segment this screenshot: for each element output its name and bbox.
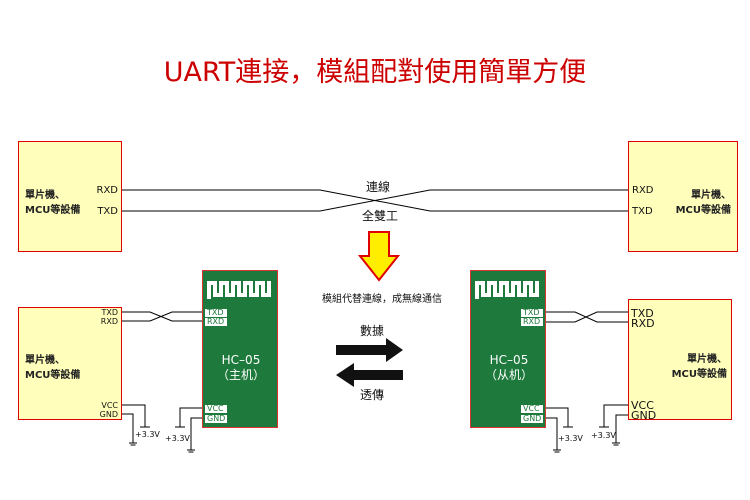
pin-rxd: RXD xyxy=(100,317,118,326)
mcu-label-line2: MCU等設備 xyxy=(675,205,731,216)
power-label: +3.3V xyxy=(558,434,583,443)
power-label: +3.3V xyxy=(591,431,616,440)
module-role: （主机） xyxy=(216,368,265,382)
pin-txd: TXD xyxy=(101,308,118,317)
power-label: +3.3V xyxy=(165,434,190,443)
mcu-label-line2: MCU等設備 xyxy=(25,205,81,216)
mcu-box-top-right: RXD TXD 單片機、 MCU等設備 xyxy=(628,141,738,252)
pin-gnd: GND xyxy=(631,409,657,422)
pin-gnd: GND xyxy=(99,410,118,419)
mcu-label-line1: 單片機、 xyxy=(687,354,727,365)
mcu-box-bottom-left: 單片機、 MCU等設備 TXD RXD VCC GND xyxy=(18,307,122,420)
pin-txd: TXD xyxy=(97,206,118,217)
pin-rxd: RXD xyxy=(631,317,655,330)
pin-rxd: RXD xyxy=(96,185,119,196)
module-pin-vcc: VCC xyxy=(521,405,543,413)
module-pin-rxd: RXD xyxy=(205,318,227,326)
data-label: 數據 xyxy=(359,324,385,338)
antenna-icon xyxy=(207,281,271,299)
transparent-label: 透傳 xyxy=(359,388,385,402)
module-name: HC–05 xyxy=(489,353,529,367)
right-arrow-icon xyxy=(336,338,403,362)
hc05-master-module: TXD RXD HC–05 （主机） VCC GND xyxy=(202,270,278,428)
mcu-label-line1: 單片機、 xyxy=(25,190,65,201)
full-duplex-label: 全雙工 xyxy=(361,209,399,223)
mcu-box-top-left: 單片機、 MCU等設備 RXD TXD xyxy=(18,141,122,252)
module-pin-vcc: VCC xyxy=(205,405,227,413)
pin-vcc: VCC xyxy=(631,399,654,412)
module-pin-txd: TXD xyxy=(205,309,227,317)
mcu-label-line2: MCU等設備 xyxy=(671,369,727,380)
left-arrow-icon xyxy=(336,363,403,387)
down-arrow-icon xyxy=(357,231,401,282)
pin-txd: TXD xyxy=(632,206,653,217)
module-name: HC–05 xyxy=(221,353,261,367)
pin-txd: TXD xyxy=(631,307,654,320)
mcu-label-line2: MCU等設備 xyxy=(25,370,81,381)
wired-connection-lines xyxy=(122,189,628,453)
power-label: +3.3V xyxy=(135,430,160,439)
mcu-box-bottom-right: TXD RXD 單片機、 MCU等設備 VCC GND xyxy=(628,299,732,422)
hc05-slave-module: TXD RXD HC–05 （从机） VCC GND xyxy=(470,270,546,428)
antenna-icon xyxy=(475,281,539,299)
module-pin-gnd: GND xyxy=(521,414,543,423)
wired-label: 連線 xyxy=(365,180,391,194)
wireless-caption: 模組代替連線，成無線通信 xyxy=(322,294,442,305)
mcu-label-line1: 單片機、 xyxy=(25,355,65,366)
module-pin-rxd: RXD xyxy=(521,318,543,326)
module-pin-txd: TXD xyxy=(521,309,543,317)
module-pin-gnd: GND xyxy=(205,414,227,423)
mcu-label-line1: 單片機、 xyxy=(691,190,731,201)
page-title: UART連接，模組配對使用簡單方便 xyxy=(163,57,587,88)
pin-vcc: VCC xyxy=(101,401,118,410)
pin-rxd: RXD xyxy=(632,185,654,196)
module-role: （从机） xyxy=(484,368,533,382)
